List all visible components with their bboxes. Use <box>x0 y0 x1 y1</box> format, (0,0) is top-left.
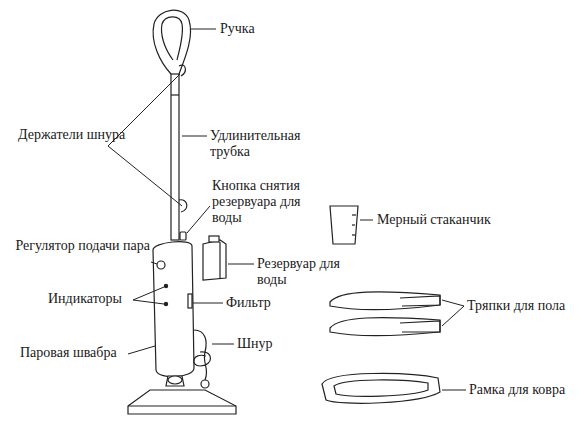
mop-head-edge <box>128 405 236 406</box>
leader-line <box>442 306 464 326</box>
part-label: Шнур <box>237 336 297 352</box>
extension-tube <box>171 74 179 240</box>
pad-strap <box>400 321 440 332</box>
mop-body <box>153 242 194 377</box>
cup-mark <box>352 224 355 225</box>
handle-inner <box>161 17 182 60</box>
part-label: Ручка <box>220 21 300 37</box>
leader-line <box>133 287 164 300</box>
indicator <box>164 284 167 287</box>
leader-line <box>212 344 234 345</box>
part-label: Фильтр <box>226 295 306 311</box>
part-label: Держатели шнура <box>18 127 148 143</box>
part-label: Удлинительная трубка <box>210 128 320 160</box>
cord-holder <box>179 200 187 212</box>
measuring-cup <box>330 206 358 244</box>
leader-line <box>228 264 254 265</box>
part-label: Кнопка снятия резервуара для воды <box>212 178 324 226</box>
leader-line <box>193 303 223 304</box>
leader-line <box>182 136 207 137</box>
part-label: Регулятор подачи пара <box>14 238 150 254</box>
plug <box>201 380 209 388</box>
part-label: Рамка для ковра <box>469 382 581 398</box>
cup-mark <box>352 234 355 235</box>
part-label: Мерный стаканчик <box>377 212 517 228</box>
filter <box>188 294 192 308</box>
tank-cap <box>209 236 219 242</box>
cup-mark <box>352 214 356 215</box>
leader-lines <box>108 29 466 390</box>
pad-strap <box>400 296 440 306</box>
leader-line <box>151 262 157 264</box>
leader-line <box>187 206 210 233</box>
release-button <box>180 232 186 240</box>
leader-line <box>442 390 466 391</box>
carpet-frame <box>322 373 440 403</box>
leader-line <box>191 29 216 30</box>
handle <box>153 10 190 74</box>
floor-pad <box>330 292 440 310</box>
mop-head <box>128 390 236 414</box>
tank-edge <box>219 242 220 279</box>
part-label: Резервуар для воды <box>257 256 357 288</box>
cord <box>194 330 211 380</box>
indicator <box>164 302 167 305</box>
part-label: Паровая швабра <box>20 345 140 361</box>
mop-joint <box>168 376 182 384</box>
leader-line <box>128 346 155 354</box>
steam-regulator <box>157 261 165 269</box>
leader-line <box>108 146 182 206</box>
tube-joint <box>171 94 179 95</box>
leader-line <box>442 300 464 306</box>
carpet-frame-inner <box>334 380 428 396</box>
leader-line <box>133 300 164 304</box>
leader-line <box>360 220 373 221</box>
part-label: Индикаторы <box>48 291 148 307</box>
mop-neck <box>166 376 184 386</box>
floor-pad <box>330 318 440 336</box>
part-label: Тряпки для пола <box>467 298 582 314</box>
water-tank <box>203 240 226 280</box>
